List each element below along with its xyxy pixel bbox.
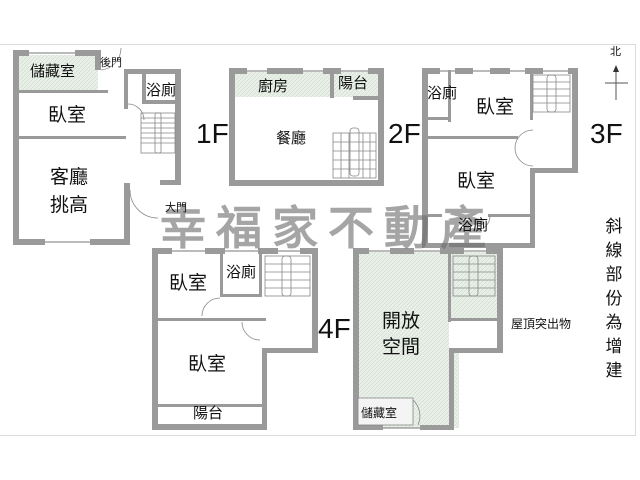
addition-legend-note: 斜線部份為增建 — [605, 217, 623, 381]
room-1f-storage: 儲藏室 — [30, 62, 76, 80]
north-arrow-icon — [605, 65, 628, 100]
room-2f-kitchen: 廚房 — [258, 77, 289, 95]
room-4f-bedroom-main: 臥室 — [188, 353, 227, 375]
room-1f-bedroom: 臥室 — [48, 104, 87, 126]
floor-label-1f: 1F — [196, 118, 229, 149]
room-1f-living-line1: 客廳 — [50, 166, 89, 188]
room-roof-storage: 儲藏室 — [361, 406, 398, 420]
floor-4f-plan — [152, 248, 318, 430]
floor-label-3f: 3F — [590, 118, 623, 149]
room-3f-bathroom-top: 浴廁 — [427, 84, 458, 102]
room-1f-main-door: 大門 — [165, 201, 187, 214]
room-roof-open-line1: 開放 — [382, 310, 421, 332]
room-4f-balcony: 陽台 — [193, 404, 224, 422]
watermark: 幸福家不動產 — [160, 201, 496, 255]
room-2f-dining: 餐廳 — [276, 129, 307, 147]
room-2f-balcony: 陽台 — [338, 74, 369, 92]
north-label: 北 — [610, 45, 621, 58]
floor-label-2f: 2F — [388, 118, 421, 149]
room-4f-bathroom: 浴廁 — [226, 263, 257, 281]
floor-2f-plan — [229, 68, 384, 186]
room-1f-bathroom: 浴廁 — [146, 81, 177, 99]
floor-roof-plan — [353, 248, 503, 430]
plan-frame — [0, 44, 636, 436]
floor-1f-plan — [13, 47, 181, 245]
roof-structure-label: 屋頂突出物 — [511, 317, 572, 331]
room-3f-bathroom-bottom: 浴廁 — [458, 216, 489, 234]
floor-3f-plan — [422, 68, 578, 248]
room-1f-back-door: 後門 — [100, 56, 122, 69]
room-4f-bedroom-top: 臥室 — [169, 272, 208, 294]
room-1f-living-line2: 挑高 — [50, 194, 89, 216]
room-3f-bedroom-main: 臥室 — [457, 170, 496, 192]
room-roof-open-line2: 空間 — [382, 336, 421, 358]
room-3f-bedroom-top: 臥室 — [476, 96, 515, 118]
floor-label-4f: 4F — [318, 313, 351, 344]
